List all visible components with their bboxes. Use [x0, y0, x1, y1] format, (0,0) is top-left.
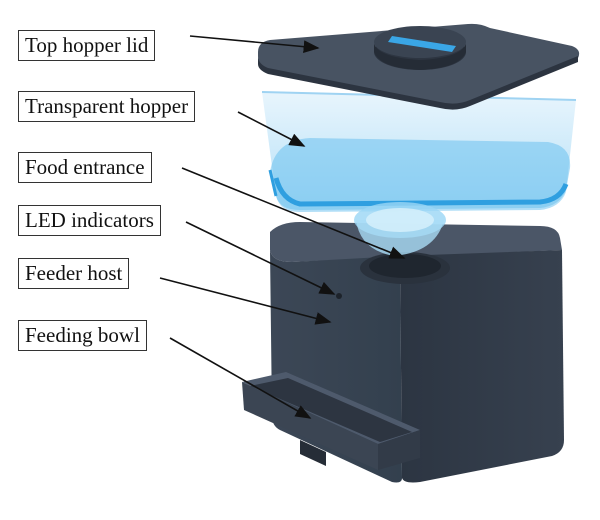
- lid-handle-accent: [388, 36, 456, 52]
- label-food-entrance: Food entrance: [18, 152, 152, 183]
- leader-arrows: [159, 35, 406, 419]
- label-led-indicators: LED indicators: [18, 205, 161, 236]
- arrow-led-indicators: [185, 221, 336, 295]
- led-indicator-icon: [336, 293, 342, 299]
- label-top-hopper-lid: Top hopper lid: [18, 30, 156, 61]
- arrow-top-hopper-lid: [189, 35, 320, 54]
- arrow-feeder-host: [159, 277, 332, 325]
- label-feeding-bowl: Feeding bowl: [18, 320, 147, 351]
- label-transparent-hopper: Transparent hopper: [18, 91, 196, 122]
- feeding-bowl: [242, 372, 420, 470]
- arrow-transparent-hopper: [237, 111, 306, 147]
- label-feeder-host: Feeder host: [18, 258, 130, 289]
- arrow-feeding-bowl: [169, 337, 312, 419]
- top-hopper-lid: [258, 23, 580, 110]
- arrow-food-entrance: [181, 167, 406, 259]
